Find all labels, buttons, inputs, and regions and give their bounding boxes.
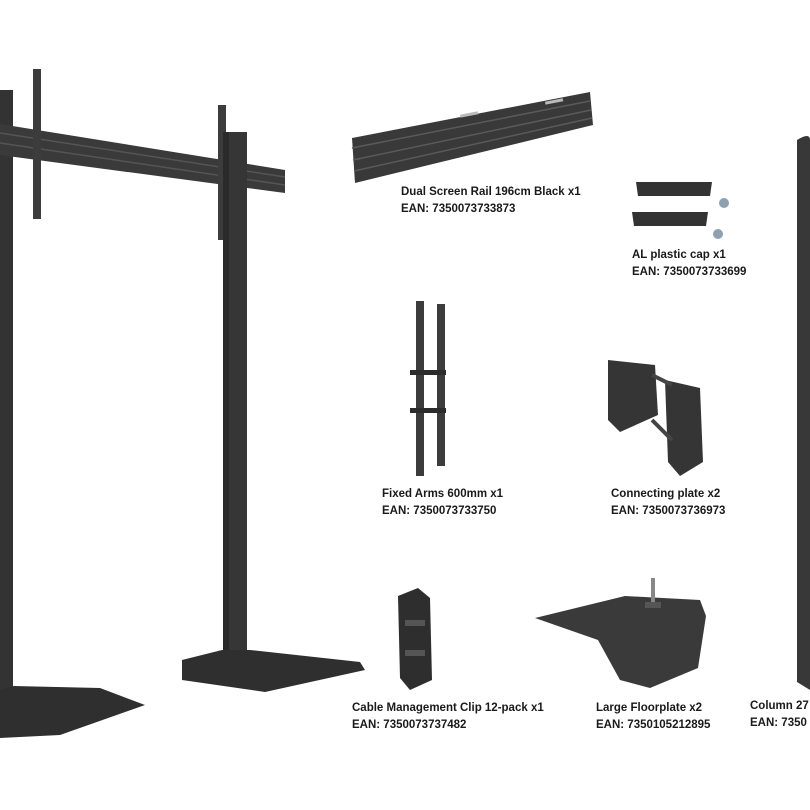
part-label-rail: Dual Screen Rail 196cm Black x1 EAN: 735… xyxy=(401,184,581,218)
part-name: Large Floorplate x2 xyxy=(596,702,703,714)
part-label-connecting-plate: Connecting plate x2 EAN: 7350073736973 xyxy=(611,486,725,520)
stand-arm-left xyxy=(33,69,41,219)
part-ean: EAN: 7350073736973 xyxy=(611,505,726,517)
part-label-clip: Cable Management Clip 12-pack x1 EAN: 73… xyxy=(352,700,544,734)
part-ean: EAN: 7350 xyxy=(750,717,807,729)
part-ean: EAN: 7350073733699 xyxy=(632,266,747,278)
part-label-floorplate: Large Floorplate x2 EAN: 7350105212895 xyxy=(596,700,710,734)
connecting-plate xyxy=(608,360,703,476)
stand-rail xyxy=(0,124,285,193)
left-floorplate xyxy=(0,686,145,738)
part-name: Connecting plate x2 xyxy=(611,488,721,500)
right-floorplate xyxy=(182,650,365,692)
column-part xyxy=(797,136,810,690)
fixed-arms xyxy=(410,301,446,476)
part-ean: EAN: 7350073737482 xyxy=(352,719,467,731)
part-label-column: Column 27 EAN: 7350 xyxy=(750,698,810,732)
assembled-stand xyxy=(0,69,365,738)
left-column xyxy=(0,90,13,705)
plastic-caps xyxy=(632,182,729,239)
floorplate-part xyxy=(535,578,706,688)
part-ean: EAN: 7350073733750 xyxy=(382,505,497,517)
part-label-cap: AL plastic cap x1 EAN: 7350073733699 xyxy=(632,247,746,281)
part-name: Cable Management Clip 12-pack x1 xyxy=(352,702,544,714)
cable-clip xyxy=(398,588,432,690)
part-name: Column 27 xyxy=(750,700,809,712)
part-ean: EAN: 7350105212895 xyxy=(596,719,711,731)
part-name: AL plastic cap x1 xyxy=(632,249,726,261)
part-label-arms: Fixed Arms 600mm x1 EAN: 7350073733750 xyxy=(382,486,503,520)
rail-part xyxy=(351,92,593,183)
stand-arm-right xyxy=(218,105,226,240)
part-name: Dual Screen Rail 196cm Black x1 xyxy=(401,186,581,198)
part-ean: EAN: 7350073733873 xyxy=(401,203,516,215)
part-name: Fixed Arms 600mm x1 xyxy=(382,488,504,500)
